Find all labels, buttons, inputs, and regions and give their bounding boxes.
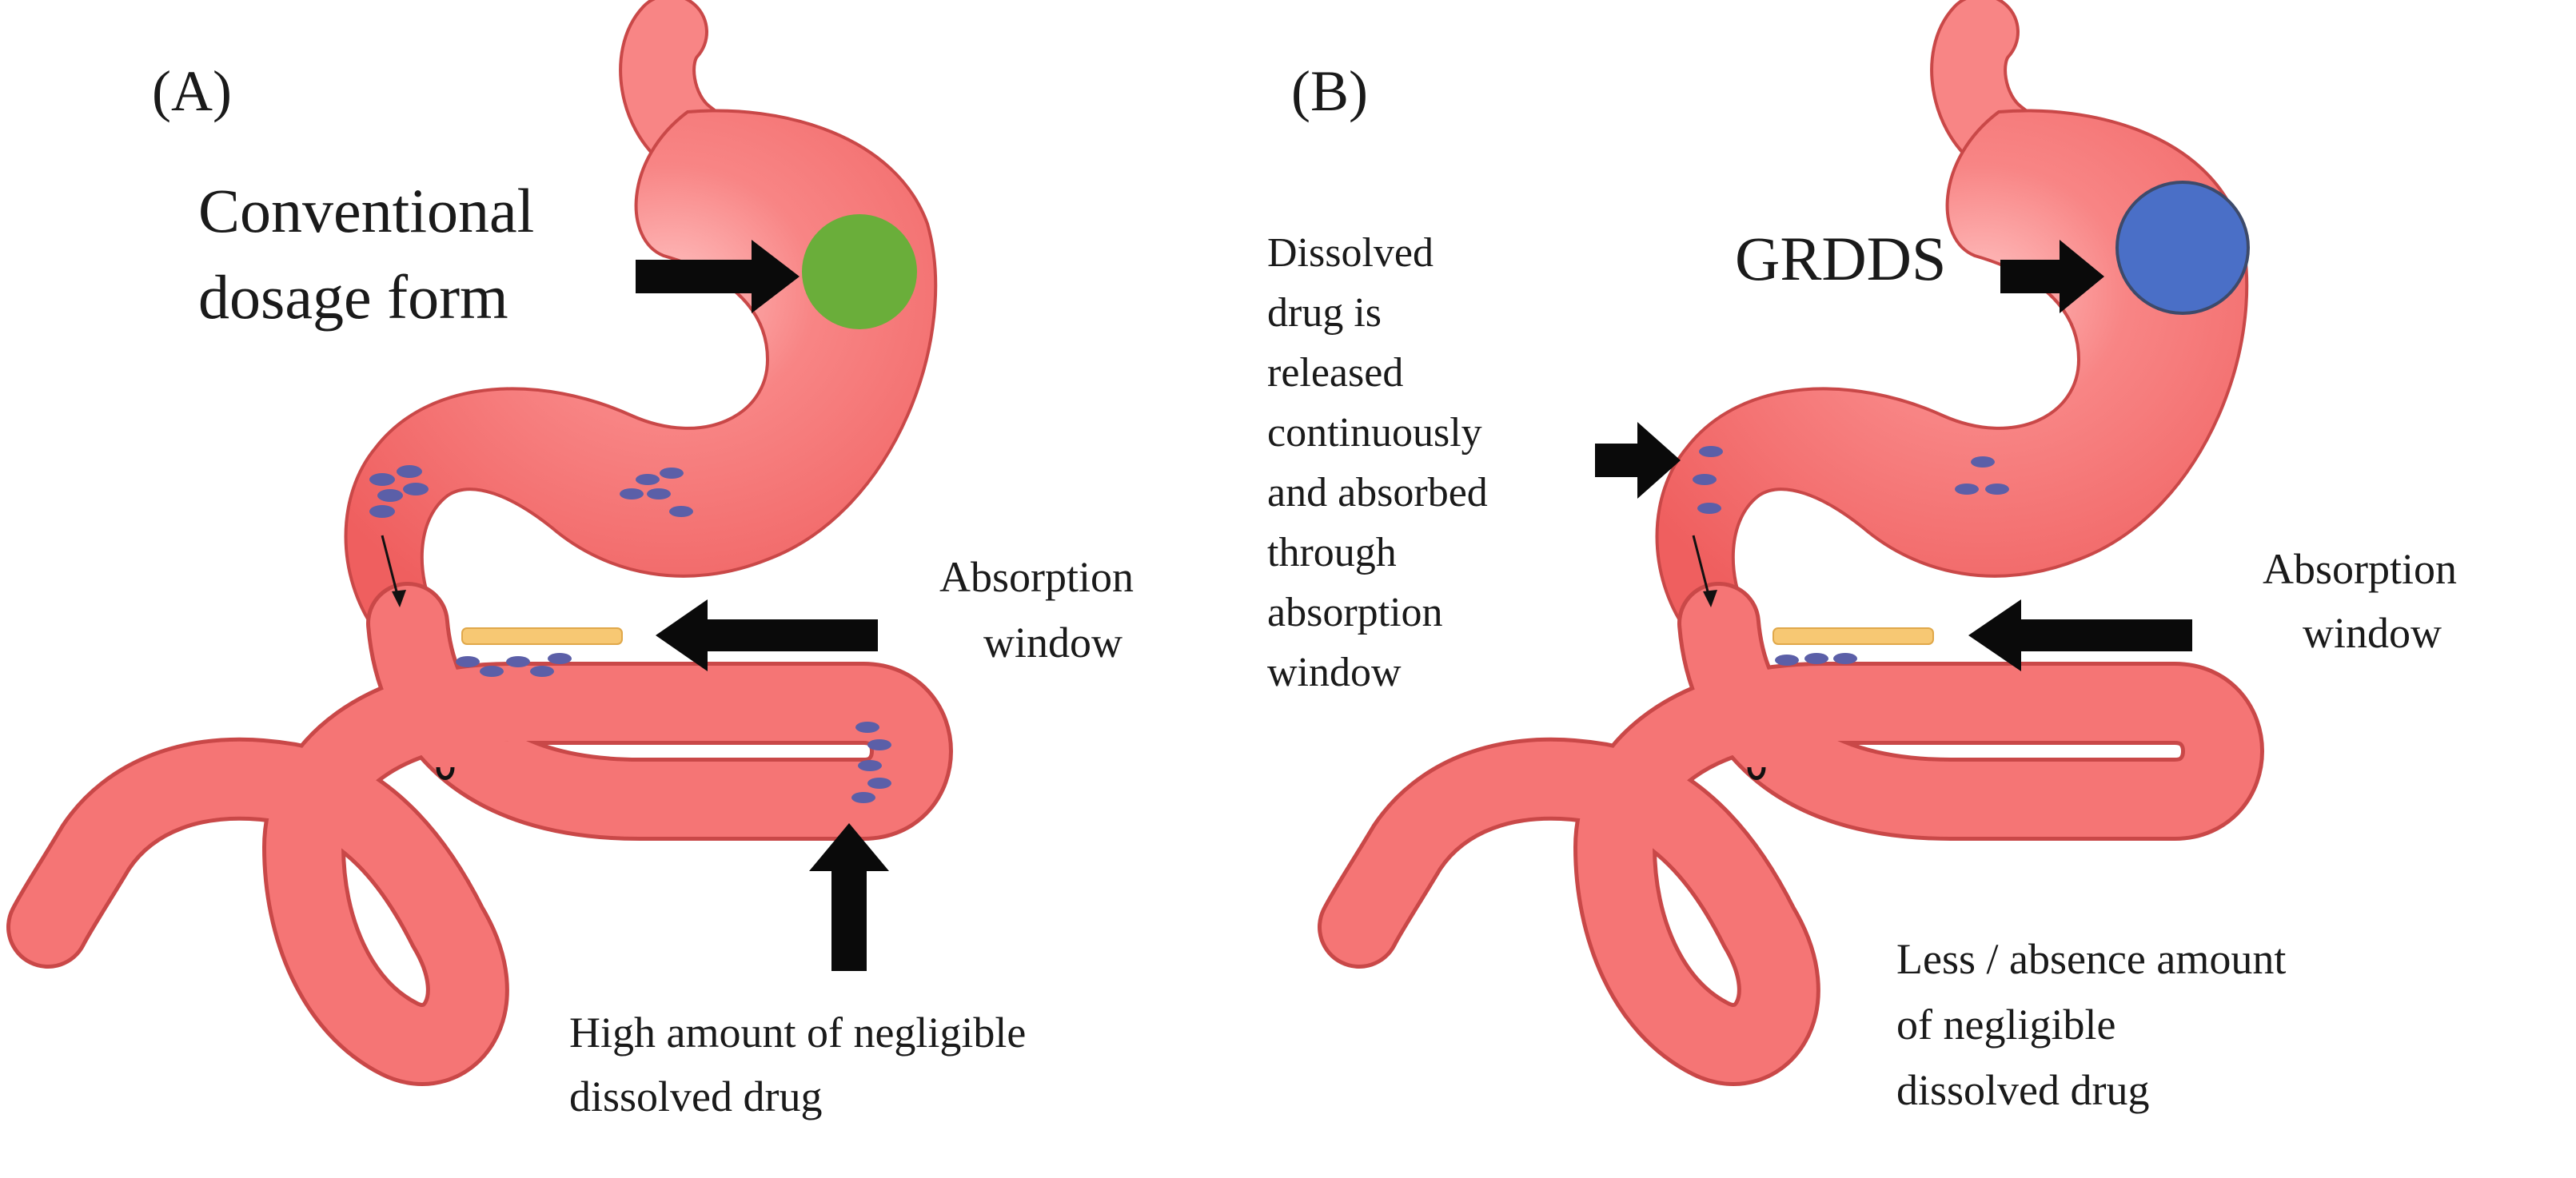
side-label-line1: Dissolved	[1267, 230, 1434, 276]
bottom-label-b-line2: of negligible	[1896, 1001, 2115, 1049]
side-label-line5: and absorbed	[1267, 470, 1488, 515]
side-label-line3: released	[1267, 350, 1403, 396]
panel-a: (A) Conventional dosage form Absorption …	[6, 0, 1134, 1120]
arrow-to-tablet-b	[2000, 240, 2104, 313]
absorption-label-a-line1: Absorption	[939, 553, 1134, 601]
absorption-window-a	[461, 627, 623, 645]
arrow-absorption-b	[1968, 599, 2192, 671]
bottom-label-a-line1: High amount of negligible	[569, 1009, 1026, 1057]
absorption-label-b-line2: window	[2303, 609, 2442, 657]
grdds-label: GRDDS	[1735, 224, 1946, 293]
side-label-line8: window	[1267, 650, 1402, 695]
conventional-label-line1: Conventional	[198, 176, 534, 245]
absorption-label-b-line1: Absorption	[2263, 545, 2457, 593]
flow-arrow-b	[1692, 535, 1711, 599]
arrow-up-a	[809, 823, 889, 971]
panel-b-label: (B)	[1291, 59, 1368, 123]
side-label-line7: absorption	[1267, 590, 1443, 635]
conventional-tablet	[802, 214, 917, 329]
bottom-label-a-line2: dissolved drug	[569, 1073, 823, 1120]
drug-particles-a	[369, 465, 891, 803]
bottom-label-b-line3: dissolved drug	[1896, 1066, 2150, 1114]
absorption-window-b	[1772, 627, 1934, 645]
flow-arrow-a	[381, 535, 400, 599]
panel-a-label: (A)	[152, 59, 232, 123]
grdds-tablet	[2115, 181, 2250, 315]
bottom-label-b-line1: Less / absence amount	[1896, 935, 2286, 983]
conventional-label-line2: dosage form	[198, 262, 508, 332]
side-label-line6: through	[1267, 530, 1397, 575]
arrow-to-tablet-a	[636, 240, 800, 313]
arrow-absorption-a	[656, 599, 878, 671]
side-label-line4: continuously	[1267, 410, 1482, 456]
arrow-release-b	[1595, 422, 1681, 499]
absorption-label-a-line2: window	[983, 619, 1123, 667]
drug-particles-b	[1693, 446, 2009, 666]
side-label-line2: drug is	[1267, 290, 1382, 336]
panel-b	[1318, 0, 2264, 1086]
